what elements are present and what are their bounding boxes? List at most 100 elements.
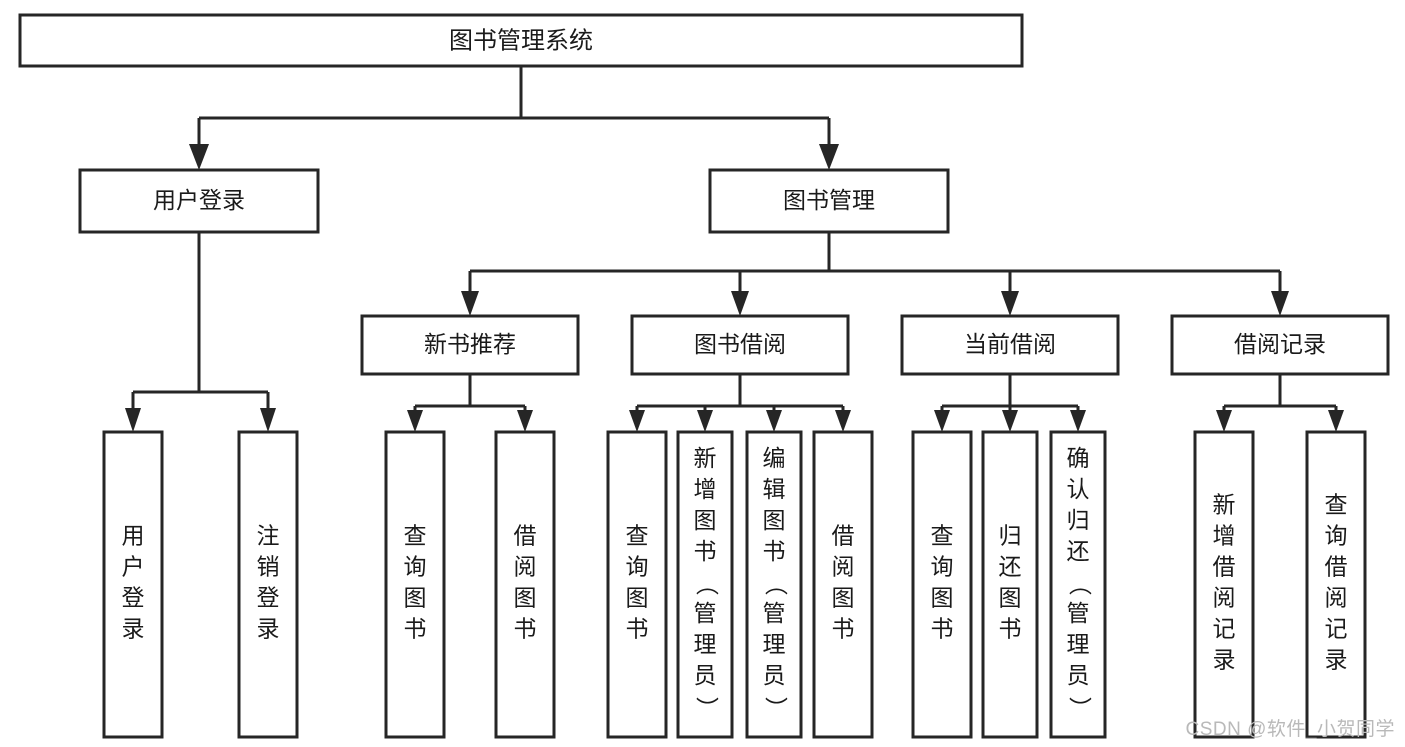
node-borrow-record-box[interactable] (1170, 314, 1390, 376)
node-book-borrow-label: 图书借阅 (694, 331, 786, 357)
svg-text:查: 查 (626, 523, 649, 549)
node-book-manage-label: 图书管理 (783, 187, 875, 213)
svg-text:理: 理 (763, 631, 786, 657)
svg-text:归: 归 (1067, 507, 1090, 533)
svg-text:查: 查 (404, 523, 427, 549)
node-leaf-query-book-2-box[interactable] (606, 430, 668, 739)
svg-text:借: 借 (1213, 554, 1236, 580)
arrow-head-current-borrow (1001, 291, 1019, 316)
svg-text:理: 理 (1067, 631, 1090, 657)
svg-text:书: 书 (763, 538, 786, 564)
arrow-head-leaf-user-login (125, 408, 141, 432)
svg-text:图: 图 (626, 585, 649, 611)
node-leaf-user-login-box[interactable] (102, 430, 164, 739)
svg-text:销: 销 (257, 554, 280, 580)
node-leaf-add-book-box[interactable] (676, 430, 734, 739)
node-new-book-recommend[interactable]: 新书推荐 (360, 314, 580, 376)
svg-text:登: 登 (122, 585, 145, 611)
node-user-login-box[interactable] (78, 168, 320, 234)
svg-text:借: 借 (832, 523, 855, 549)
svg-text:查: 查 (931, 523, 954, 549)
svg-text:还: 还 (999, 554, 1022, 580)
node-borrow-record-label: 借阅记录 (1234, 331, 1326, 357)
svg-text:询: 询 (404, 554, 427, 580)
svg-text:编: 编 (763, 445, 786, 471)
svg-text:阅: 阅 (832, 554, 855, 580)
node-book-manage-box[interactable] (708, 168, 950, 234)
node-book-manage[interactable]: 图书管理 (708, 168, 950, 234)
svg-text:管: 管 (694, 600, 717, 626)
svg-text:借: 借 (1325, 554, 1348, 580)
arrow-head-leaf-query-record (1328, 410, 1344, 432)
node-borrow-record[interactable]: 借阅记录 (1170, 314, 1390, 376)
svg-text:书: 书 (931, 616, 954, 642)
svg-text:员: 员 (1067, 662, 1090, 688)
node-current-borrow-box[interactable] (900, 314, 1120, 376)
svg-text:书: 书 (626, 616, 649, 642)
node-leaf-edit-book-box[interactable] (745, 430, 803, 739)
svg-text:）: ） (1067, 697, 1093, 720)
svg-text:确: 确 (1067, 445, 1090, 471)
svg-text:查: 查 (1325, 492, 1348, 518)
svg-text:录: 录 (257, 616, 280, 642)
node-leaf-confirm-return-box[interactable] (1049, 430, 1107, 739)
node-leaf-borrow-book-2-box[interactable] (812, 430, 874, 739)
svg-text:还: 还 (1067, 538, 1090, 564)
arrow-head-leaf-add-book (697, 410, 713, 432)
node-root[interactable]: 图书管理系统 (18, 13, 1024, 68)
node-leaf-add-record-box[interactable] (1193, 430, 1255, 739)
arrow-head-leaf-borrow-book-1 (517, 410, 533, 432)
arrow-head-borrow-record (1271, 291, 1289, 316)
svg-text:管: 管 (763, 600, 786, 626)
svg-text:管: 管 (1067, 600, 1090, 626)
node-leaf-query-record-box[interactable] (1305, 430, 1367, 739)
arrow-head-leaf-query-book-2 (629, 410, 645, 432)
svg-text:理: 理 (694, 631, 717, 657)
node-user-login-label: 用户登录 (153, 187, 245, 213)
node-user-login[interactable]: 用户登录 (78, 168, 320, 234)
node-leaf-user-login[interactable]: 用户登录 (102, 430, 164, 739)
node-leaf-borrow-book-1-box[interactable] (494, 430, 556, 739)
node-leaf-return-book-box[interactable] (981, 430, 1039, 739)
arrow-head-leaf-return-book (1002, 410, 1018, 432)
node-leaf-query-book-1-box[interactable] (384, 430, 446, 739)
node-book-borrow[interactable]: 图书借阅 (630, 314, 850, 376)
svg-text:记: 记 (1213, 616, 1236, 642)
svg-text:新: 新 (694, 445, 717, 471)
arrow-head-leaf-query-book-3 (934, 410, 950, 432)
arrow-head-leaf-add-record (1216, 410, 1232, 432)
node-root-box[interactable] (18, 13, 1024, 68)
connector-layer (125, 66, 1344, 432)
node-leaf-logout-box[interactable] (237, 430, 299, 739)
node-current-borrow[interactable]: 当前借阅 (900, 314, 1120, 376)
svg-text:询: 询 (1325, 523, 1348, 549)
svg-text:）: ） (694, 697, 720, 720)
svg-text:图: 图 (404, 585, 427, 611)
node-leaf-user-login-label: 用户登录 (122, 523, 145, 642)
svg-text:询: 询 (931, 554, 954, 580)
arrow-head-leaf-edit-book (766, 410, 782, 432)
node-new-book-recommend-label: 新书推荐 (424, 331, 516, 357)
svg-text:户: 户 (122, 554, 145, 580)
node-book-borrow-box[interactable] (630, 314, 850, 376)
node-new-book-recommend-box[interactable] (360, 314, 580, 376)
node-leaf-query-book-3-box[interactable] (911, 430, 973, 739)
